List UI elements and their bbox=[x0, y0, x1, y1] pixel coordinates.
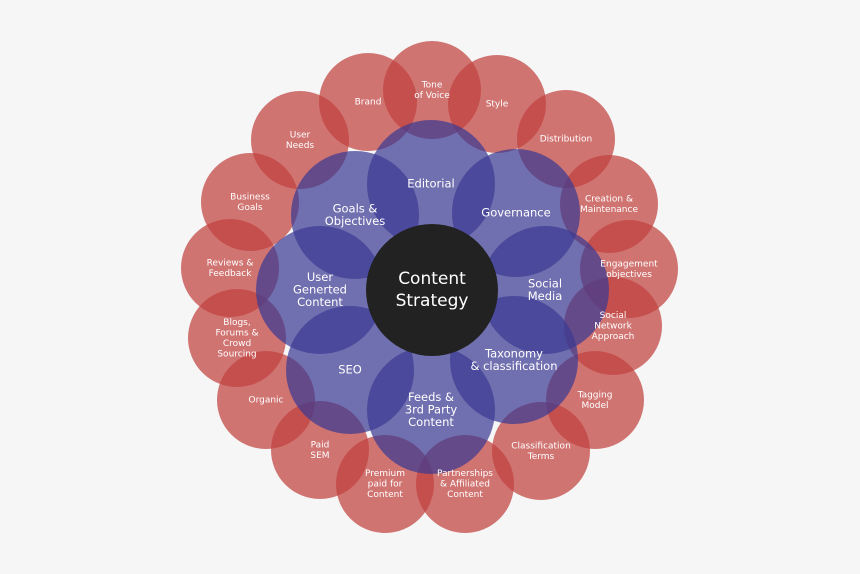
outer_ring.0-line: of Voice bbox=[414, 91, 450, 101]
outer-circle-classification-terms bbox=[492, 402, 590, 500]
inner_ring.7-line: Objectives bbox=[325, 214, 386, 228]
center-circle bbox=[366, 224, 498, 356]
outer_ring.13-line: Reviews & bbox=[207, 258, 254, 268]
outer_ring.6-line: Model bbox=[581, 401, 608, 411]
outer_ring.13-line: Feedback bbox=[209, 269, 253, 279]
outer_ring.7-line: Terms bbox=[527, 452, 555, 462]
inner_ring.3-line: Taxonomy bbox=[484, 346, 543, 360]
inner_ring.3-line: & classification bbox=[470, 359, 557, 373]
outer_ring.10-line: SEM bbox=[310, 451, 329, 461]
outer_ring.12-line: Forums & bbox=[215, 328, 258, 338]
center-line: Content bbox=[398, 269, 466, 289]
inner_ring.6-line: Generted bbox=[293, 283, 347, 297]
inner_ring.4-line: Content bbox=[408, 415, 454, 429]
outer_ring.16-line: Brand bbox=[355, 98, 382, 108]
outer_ring.15-line: User bbox=[290, 130, 311, 140]
outer_ring.11-line: Organic bbox=[248, 396, 283, 406]
inner_ring.6-line: User bbox=[307, 270, 333, 284]
outer_ring.15-line: Needs bbox=[286, 141, 315, 151]
outer_ring.3-line: Creation & bbox=[585, 194, 633, 204]
outer_ring.9-line: Premium bbox=[365, 469, 405, 479]
inner_ring.0-line: Editorial bbox=[407, 177, 454, 191]
outer_ring.10-line: Paid bbox=[311, 440, 330, 450]
inner_ring.5-line: SEO bbox=[338, 363, 362, 377]
outer_ring.9-line: paid for bbox=[368, 480, 403, 490]
outer_ring.0-line: Tone bbox=[421, 80, 443, 90]
inner_ring.4-line: 3rd Party bbox=[405, 403, 458, 417]
outer_ring.5-line: Approach bbox=[592, 332, 635, 342]
outer_ring.2-line: Distribution bbox=[540, 135, 593, 145]
outer_ring.7-line: Classification bbox=[511, 441, 571, 451]
outer_ring.1-line: Style bbox=[486, 100, 509, 110]
outer_ring.12-line: Crowd bbox=[223, 339, 251, 349]
inner_ring.7-line: Goals & bbox=[333, 201, 378, 215]
outer_ring.9-line: Content bbox=[367, 490, 403, 500]
outer_ring.4-line: objectives bbox=[606, 270, 652, 280]
inner_ring.4-line: Feeds & bbox=[408, 390, 454, 404]
inner_ring.1-line: Governance bbox=[481, 206, 550, 220]
outer_ring.6-line: Tagging bbox=[577, 390, 613, 400]
center-node bbox=[366, 224, 498, 356]
outer_ring.14-line: Goals bbox=[237, 203, 262, 213]
outer_ring.8-line: & Affiliated bbox=[440, 480, 490, 490]
outer_ring.5-line: Social bbox=[600, 311, 627, 321]
outer-circle-brand bbox=[319, 53, 417, 151]
outer_ring.14-line: Business bbox=[230, 192, 270, 202]
inner_ring.2-line: Social bbox=[528, 276, 562, 290]
inner_ring.2-line: Media bbox=[528, 289, 563, 303]
outer_ring.8-line: Content bbox=[447, 490, 483, 500]
outer_ring.8-line: Partnerships bbox=[437, 469, 493, 479]
center-line: Strategy bbox=[396, 291, 469, 311]
outer_ring.5-line: Network bbox=[594, 322, 632, 332]
outer_ring.12-line: Sourcing bbox=[217, 349, 256, 359]
inner_ring.6-line: Content bbox=[297, 295, 343, 309]
outer_ring.3-line: Maintenance bbox=[580, 205, 638, 215]
inner-ring bbox=[256, 120, 609, 474]
outer_ring.12-line: Blogs, bbox=[223, 318, 250, 328]
outer_ring.4-line: Engagement bbox=[600, 259, 658, 269]
